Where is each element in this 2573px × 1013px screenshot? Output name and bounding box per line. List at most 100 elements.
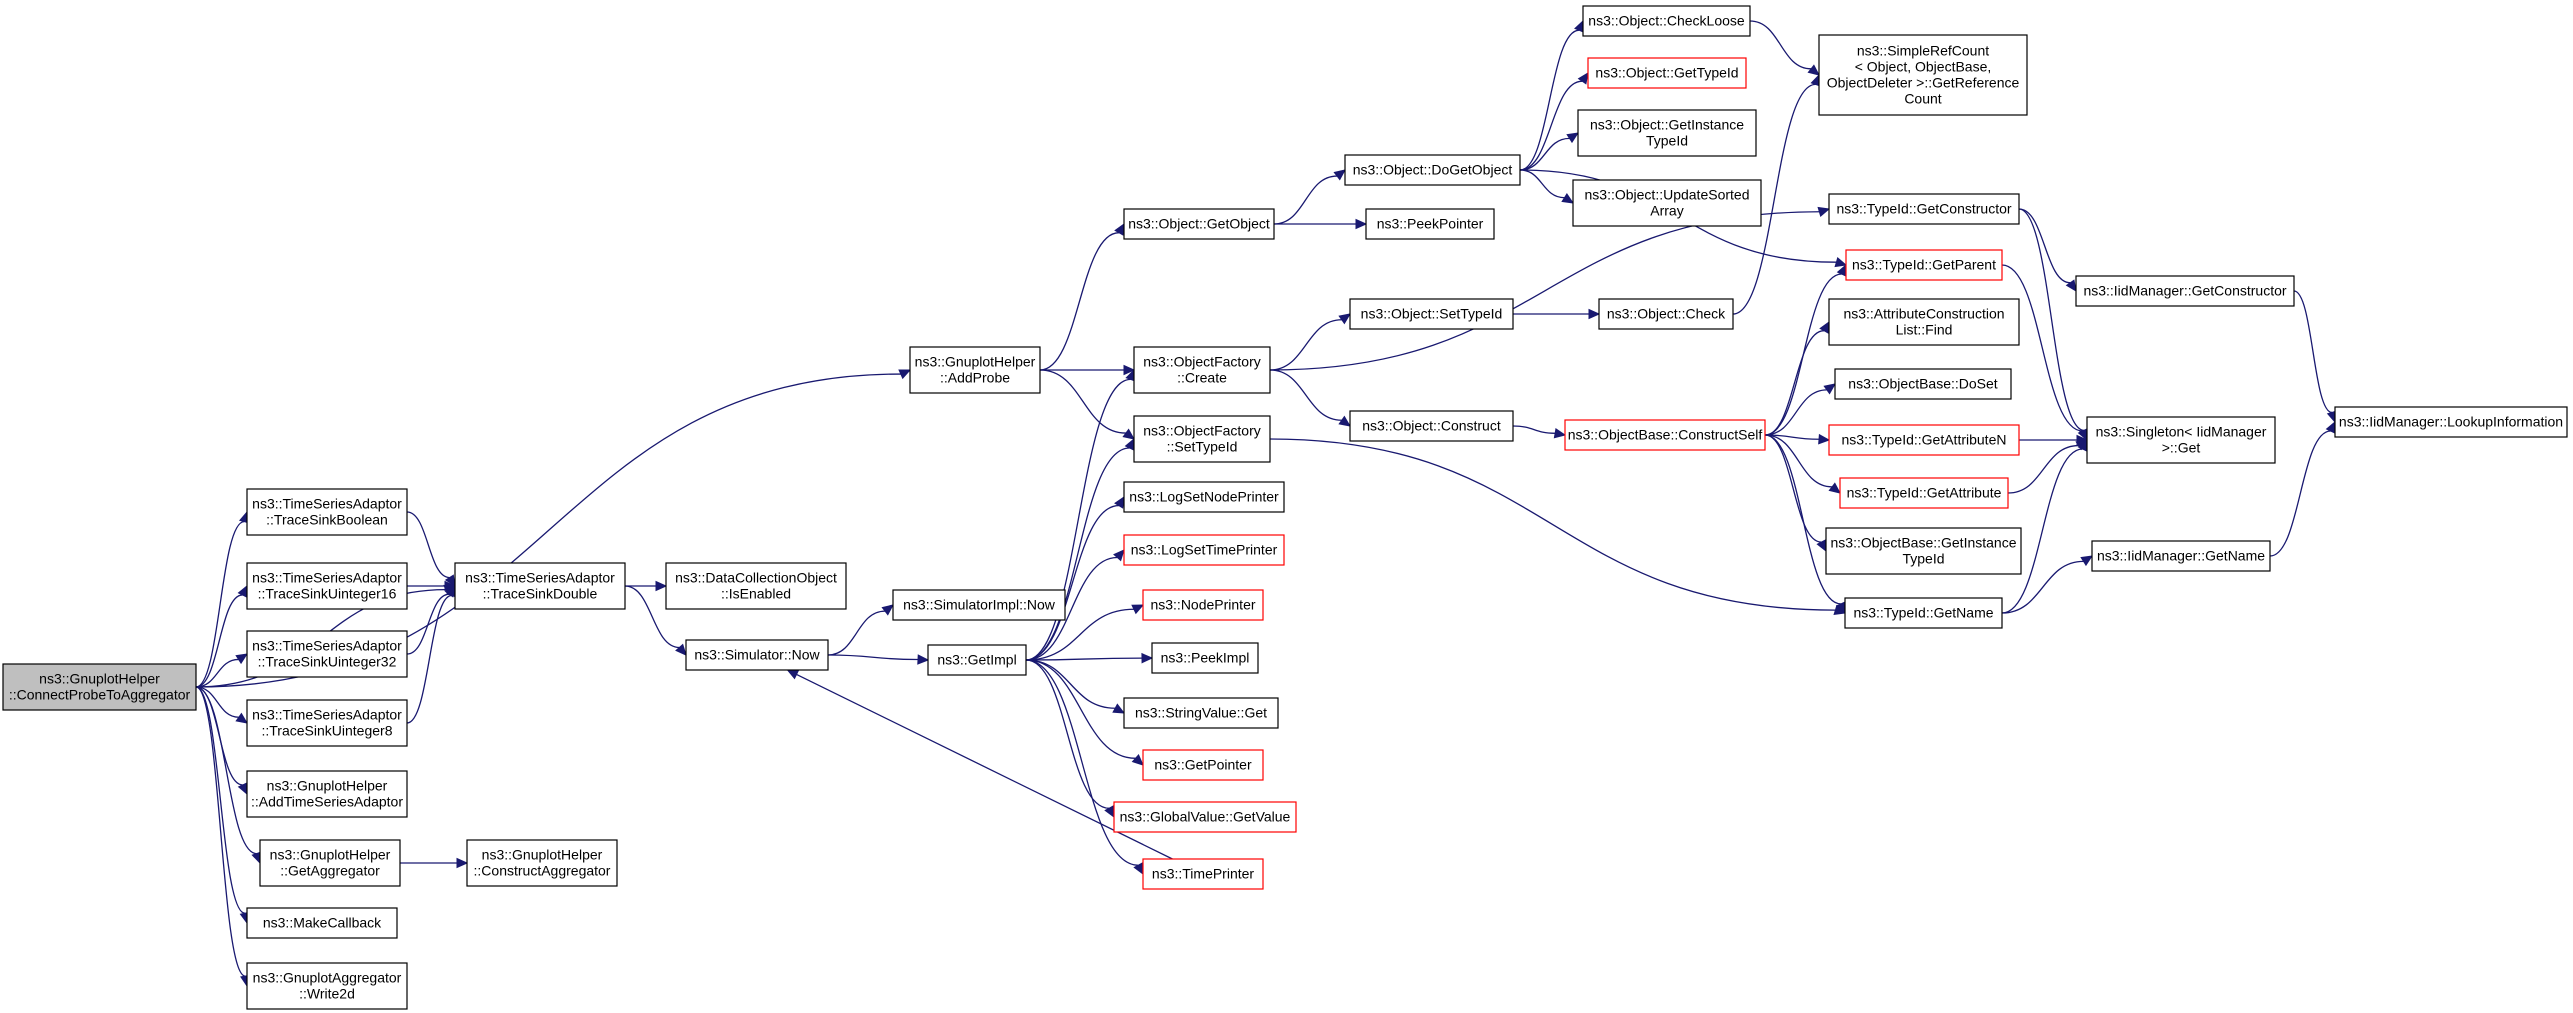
node-box[interactable] (1564, 419, 1766, 451)
node-box[interactable] (1828, 424, 2020, 456)
node-box[interactable] (1365, 208, 1495, 240)
node-objGetTypeId[interactable]: ns3::Object::GetTypeId (1587, 57, 1747, 89)
node-singletonGet[interactable]: ns3::Singleton< IidManager >::Get (2086, 416, 2276, 464)
node-box[interactable] (246, 907, 398, 939)
node-write2d[interactable]: ns3::GnuplotAggregator::Write2d (246, 962, 408, 1010)
node-constructSelf[interactable]: ns3::ObjectBase::ConstructSelf (1564, 419, 1766, 451)
node-box[interactable] (1834, 368, 2012, 400)
node-box[interactable] (246, 562, 408, 610)
node-getAgg[interactable]: ns3::GnuplotHelper::GetAggregator (259, 839, 401, 887)
node-tidGetName[interactable]: ns3::TypeId::GetName (1844, 597, 2003, 629)
node-box[interactable] (1344, 154, 1521, 186)
node-box[interactable] (2075, 275, 2295, 307)
node-addTSA[interactable]: ns3::GnuplotHelper::AddTimeSeriesAdaptor (246, 770, 408, 818)
node-box[interactable] (1123, 697, 1279, 729)
node-box[interactable] (1113, 801, 1297, 833)
node-constructAgg[interactable]: ns3::GnuplotHelper::ConstructAggregator (466, 839, 618, 887)
node-box[interactable] (1598, 298, 1734, 330)
node-box[interactable] (454, 562, 626, 610)
node-box[interactable] (685, 639, 829, 671)
node-tsBool[interactable]: ns3::TimeSeriesAdaptor::TraceSinkBoolean (246, 488, 408, 536)
node-tsU32[interactable]: ns3::TimeSeriesAdaptor::TraceSinkUintege… (246, 630, 408, 678)
node-box[interactable] (466, 839, 618, 887)
node-nodePrinter[interactable]: ns3::NodePrinter (1142, 589, 1264, 621)
node-box[interactable] (1582, 5, 1751, 37)
node-gvGet[interactable]: ns3::GlobalValue::GetValue (1113, 801, 1297, 833)
node-timePrinter[interactable]: ns3::TimePrinter (1142, 858, 1264, 890)
node-box[interactable] (1818, 34, 2028, 116)
node-getAttr[interactable]: ns3::TypeId::GetAttribute (1839, 477, 2009, 509)
node-peekImpl[interactable]: ns3::PeekImpl (1151, 642, 1259, 674)
node-addProbe[interactable]: ns3::GnuplotHelper::AddProbe (909, 346, 1041, 394)
node-logTime[interactable]: ns3::LogSetTimePrinter (1123, 534, 1285, 566)
node-tidGetCtor[interactable]: ns3::TypeId::GetConstructor (1828, 193, 2020, 225)
node-checkLoose[interactable]: ns3::Object::CheckLoose (1582, 5, 1751, 37)
node-tsU8[interactable]: ns3::TimeSeriesAdaptor::TraceSinkUintege… (246, 699, 408, 747)
node-box[interactable] (1123, 481, 1285, 513)
node-box[interactable] (1142, 749, 1264, 781)
node-box[interactable] (1133, 346, 1271, 394)
node-box[interactable] (2334, 406, 2568, 438)
node-doSet[interactable]: ns3::ObjectBase::DoSet (1834, 368, 2012, 400)
node-simImplNow[interactable]: ns3::SimulatorImpl::Now (892, 589, 1066, 621)
node-objSetTypeId[interactable]: ns3::Object::SetTypeId (1349, 298, 1514, 330)
node-objConstruct[interactable]: ns3::Object::Construct (1349, 410, 1514, 442)
node-box[interactable] (2, 663, 197, 711)
node-box[interactable] (665, 562, 847, 610)
node-iidLookup[interactable]: ns3::IidManager::LookupInformation (2334, 406, 2568, 438)
node-box[interactable] (1151, 642, 1259, 674)
node-simpleRef[interactable]: ns3::SimpleRefCount< Object, ObjectBase,… (1818, 34, 2028, 116)
node-dcoEnabled[interactable]: ns3::DataCollectionObject::IsEnabled (665, 562, 847, 610)
node-ofCreate[interactable]: ns3::ObjectFactory::Create (1133, 346, 1271, 394)
node-logNode[interactable]: ns3::LogSetNodePrinter (1123, 481, 1285, 513)
node-box[interactable] (2091, 540, 2271, 572)
node-box[interactable] (1577, 109, 1757, 157)
node-tsDouble[interactable]: ns3::TimeSeriesAdaptor::TraceSinkDouble (454, 562, 626, 610)
node-ofSetTypeId[interactable]: ns3::ObjectFactory::SetTypeId (1133, 415, 1271, 463)
node-box[interactable] (246, 630, 408, 678)
node-box[interactable] (246, 699, 408, 747)
node-box[interactable] (246, 962, 408, 1010)
node-getPointer[interactable]: ns3::GetPointer (1142, 749, 1264, 781)
node-objGetObject[interactable]: ns3::Object::GetObject (1123, 208, 1275, 240)
node-box[interactable] (909, 346, 1041, 394)
node-getAttrN[interactable]: ns3::TypeId::GetAttributeN (1828, 424, 2020, 456)
node-strGet[interactable]: ns3::StringValue::Get (1123, 697, 1279, 729)
node-box[interactable] (1572, 179, 1762, 227)
node-makeCb[interactable]: ns3::MakeCallback (246, 907, 398, 939)
node-tidGetParent[interactable]: ns3::TypeId::GetParent (1845, 249, 2003, 281)
node-box[interactable] (1349, 298, 1514, 330)
node-box[interactable] (1142, 858, 1264, 890)
node-getImpl[interactable]: ns3::GetImpl (927, 644, 1027, 676)
node-box[interactable] (1349, 410, 1514, 442)
node-box[interactable] (246, 770, 408, 818)
node-simNow[interactable]: ns3::Simulator::Now (685, 639, 829, 671)
node-box[interactable] (259, 839, 401, 887)
node-doGetObject[interactable]: ns3::Object::DoGetObject (1344, 154, 1521, 186)
node-box[interactable] (1123, 534, 1285, 566)
node-box[interactable] (1587, 57, 1747, 89)
node-box[interactable] (1845, 249, 2003, 281)
node-iidGetCtor[interactable]: ns3::IidManager::GetConstructor (2075, 275, 2295, 307)
node-box[interactable] (1142, 589, 1264, 621)
node-box[interactable] (1123, 208, 1275, 240)
node-peekPointer[interactable]: ns3::PeekPointer (1365, 208, 1495, 240)
node-objCheck[interactable]: ns3::Object::Check (1598, 298, 1734, 330)
node-iidGetName[interactable]: ns3::IidManager::GetName (2091, 540, 2271, 572)
node-box[interactable] (1839, 477, 2009, 509)
node-tsU16[interactable]: ns3::TimeSeriesAdaptor::TraceSinkUintege… (246, 562, 408, 610)
node-box[interactable] (2086, 416, 2276, 464)
node-box[interactable] (892, 589, 1066, 621)
node-box[interactable] (1828, 298, 2020, 346)
node-box[interactable] (1828, 193, 2020, 225)
node-box[interactable] (927, 644, 1027, 676)
node-root[interactable]: ns3::GnuplotHelper::ConnectProbeToAggreg… (2, 663, 197, 711)
node-box[interactable] (1844, 597, 2003, 629)
node-box[interactable] (1133, 415, 1271, 463)
node-box[interactable] (1825, 527, 2022, 575)
node-box[interactable] (246, 488, 408, 536)
